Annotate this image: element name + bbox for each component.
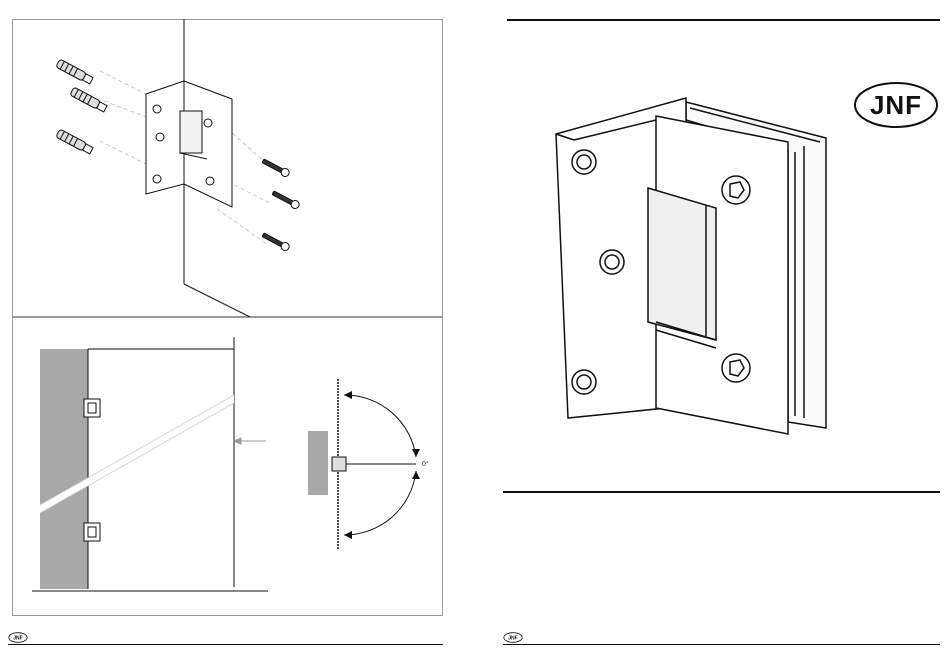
edge-arrow [234, 438, 266, 444]
swing-wall-block [308, 431, 328, 495]
svg-text:JNF: JNF [13, 636, 22, 642]
hinge-body [180, 81, 232, 207]
wall-anchor [56, 59, 94, 85]
installation-diagram [12, 19, 443, 317]
door-hinge [84, 523, 100, 541]
brand-logo: JNF [853, 81, 939, 129]
swing-arrowheads [344, 391, 420, 539]
footer-logo-icon: JNF [503, 632, 523, 643]
screw [271, 189, 300, 210]
swing-arcs [344, 395, 416, 535]
brand-logo-text: JNF [870, 90, 922, 120]
screw [261, 157, 290, 178]
svg-text:JNF: JNF [508, 636, 517, 642]
cover-top-rule [507, 19, 940, 21]
wall-anchor [70, 87, 108, 113]
swing-hinge [332, 457, 346, 471]
screw [261, 231, 290, 252]
wall-section [40, 349, 88, 589]
hinge-product-illustration [540, 90, 840, 450]
wall-anchor [56, 129, 94, 155]
left-footer-rule [8, 644, 443, 645]
angle-label: 0° [422, 460, 429, 468]
door-diagram: 0° [12, 317, 443, 616]
cover-bottom-rule [503, 491, 940, 493]
footer-logo-icon: JNF [8, 632, 28, 643]
right-footer-rule [503, 644, 940, 645]
hinge-wall-plate [146, 81, 184, 194]
door-hinge [84, 399, 100, 417]
